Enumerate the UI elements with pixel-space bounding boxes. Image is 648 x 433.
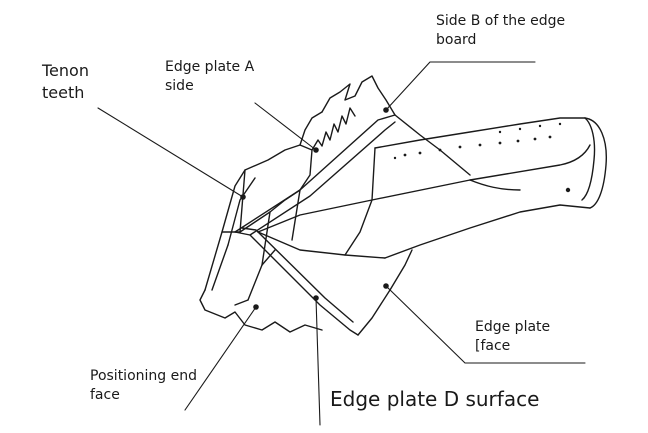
edge-plate-a-side-label: Edge plate A side [165,59,255,94]
edge-plate [234,114,471,336]
side-b-label: Side B of the edge board [436,13,566,48]
positioning-end-face-label: Positioning end face [90,368,197,403]
edge-plate-face-label: Edge plate [face [475,319,551,354]
cooling-holes [393,122,571,193]
tenon-teeth-label: Tenon teeth [42,61,89,102]
leader-dots [240,107,389,310]
root-block [199,144,323,333]
airfoil [257,117,607,259]
tenon-teeth [299,75,396,151]
leader-lines [97,61,586,426]
edge-plate-d-surface-label: Edge plate D surface [330,387,540,411]
